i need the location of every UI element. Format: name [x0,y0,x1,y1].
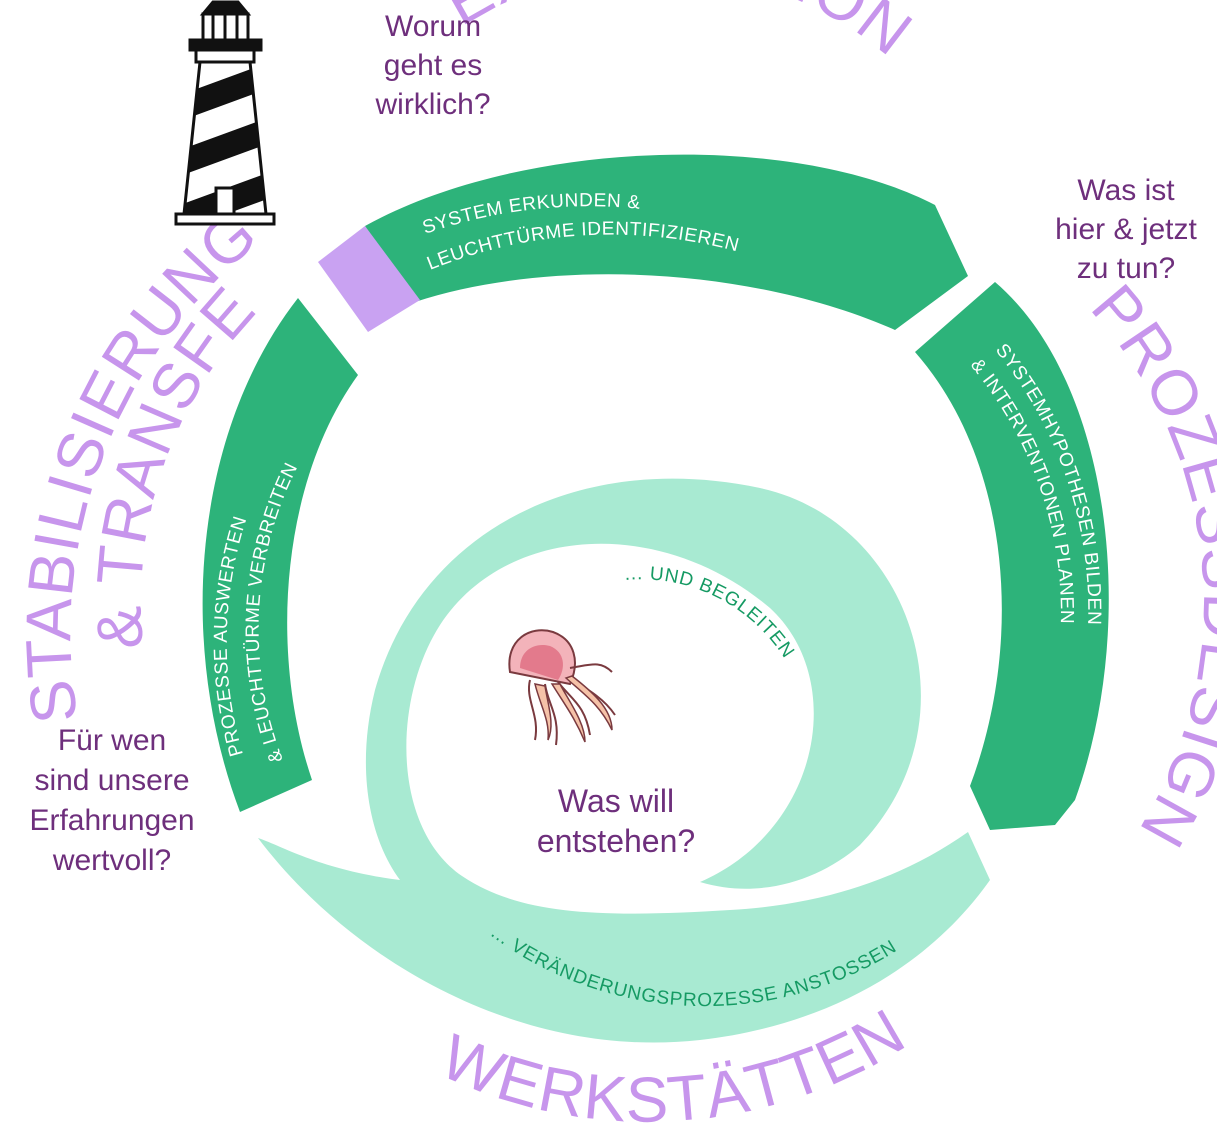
question-left-line-4: wertvoll? [52,844,171,877]
question-center-line-1: Was will [558,783,674,819]
band-prozessdesign [915,282,1109,830]
question-top-line-2: geht es [384,49,482,82]
lighthouse-icon [174,0,276,226]
band-lilac-marker [318,226,420,332]
question-left-line-1: Für wen [58,724,166,757]
question-left-line-3: Erfahrungen [29,804,194,837]
question-left: Für wen sind unsere Erfahrungen wertvoll… [29,724,194,877]
question-right: Was ist hier & jetzt zu tun? [1055,174,1197,285]
spiral-shape [258,478,990,1043]
phase-exploration: EXPLORATION [432,0,924,69]
question-right-line-2: hier & jetzt [1055,213,1197,246]
question-right-line-1: Was ist [1077,174,1175,207]
green-ring [202,154,1109,830]
question-center: Was will entstehen? [537,783,695,859]
phase-exploration-text: EXPLORATION [432,0,925,69]
question-center-line-2: entstehen? [537,823,695,859]
question-left-line-2: sind unsere [34,764,189,797]
band-exploration [365,154,968,330]
question-right-line-3: zu tun? [1077,252,1175,285]
question-top-line-3: wirklich? [374,88,490,121]
question-top-line-1: Worum [385,10,481,43]
question-top: Worum geht es wirklich? [374,10,490,121]
band-stabilisierung [202,298,358,812]
spiral [258,478,990,1043]
jellyfish-icon [508,629,616,746]
